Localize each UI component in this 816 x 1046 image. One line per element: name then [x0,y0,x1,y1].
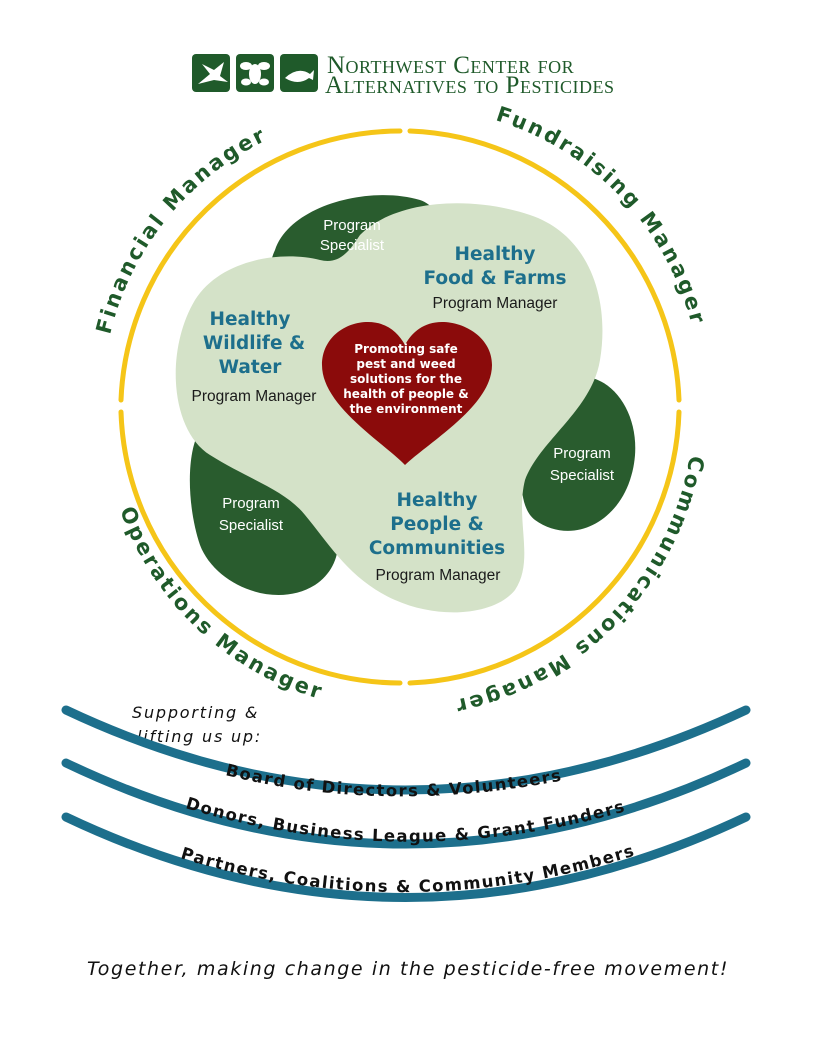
people-title-line3: Communities [369,538,505,559]
mission-line-1: Promoting safe [354,342,457,356]
mission-line-3: solutions for the [350,372,462,386]
mission-line-4: health of people & [343,387,468,401]
org-logo: Northwest Center for Alternatives to Pes… [192,52,614,99]
support-band-1 [61,705,751,795]
specialist-bottom-left-line1: Program [222,495,280,512]
wildlife-title-line3: Water [219,357,283,378]
support-heading-line2: lifting us up: [137,727,262,746]
specialist-right-line2: Specialist [550,467,615,484]
specialist-right-line1: Program [553,445,611,462]
mission-heart [322,322,492,465]
food-manager: Program Manager [433,295,558,312]
fish-icon [280,54,318,92]
bird-icon [192,54,230,92]
staff-ring [118,128,682,686]
people-title-line2: People & [390,514,484,535]
mission-line-5: the environment [350,402,463,416]
food-title-line2: Food & Farms [423,268,566,289]
wildlife-title-line1: Healthy [210,309,291,330]
ring-arc-top-right [407,128,682,403]
bee-icon [236,54,274,92]
mission-line-2: pest and weed [356,357,455,371]
partners-members-label: Partners, Coalitions & Community Members [179,841,637,896]
wildlife-manager: Program Manager [192,388,317,405]
org-name-line2: Alternatives to Pesticides [325,72,614,99]
specialist-top-line2: Specialist [320,237,385,254]
people-manager: Program Manager [376,567,501,584]
people-title-line1: Healthy [397,490,478,511]
org-name-line1: Northwest Center for [327,52,574,79]
specialist-top-line1: Program [323,217,381,234]
donors-funders-label: Donors, Business League & Grant Funders [184,794,628,846]
footer-tagline: Together, making change in the pesticide… [87,958,729,980]
support-band-2 [61,758,751,849]
food-title-line1: Healthy [455,244,536,265]
specialist-bottom-left-line2: Specialist [219,517,284,534]
support-band-3 [61,812,751,902]
ring-arc-bottom-left [118,409,403,686]
specialist-petal-bottom-left [189,429,339,596]
support-heading-line1: Supporting & [132,703,259,722]
support-bands [61,705,751,902]
wildlife-title-line2: Wildlife & [203,333,305,354]
heart-icon [322,322,492,465]
ring-arc-top-left [118,128,403,403]
ring-arc-bottom-right [407,409,682,686]
board-volunteers-label: Board of Directors & Volunteers [224,760,564,800]
